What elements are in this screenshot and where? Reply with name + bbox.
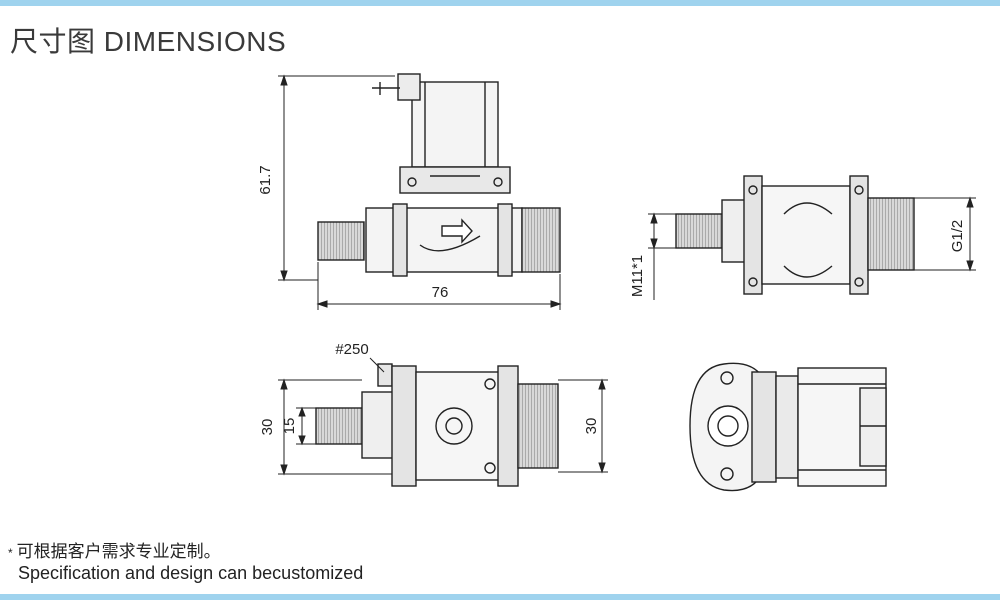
top-accent-bar (0, 0, 1000, 6)
top-dimensions (278, 357, 608, 476)
side-view (675, 175, 915, 295)
inner-width-label: 15 (281, 418, 298, 435)
length-label: 76 (432, 284, 449, 301)
page-title: 尺寸图 DIMENSIONS (10, 26, 287, 57)
note-line-1: 可根据客户需求专业定制。 (16, 542, 221, 561)
customization-note-cn: *可根据客户需求专业定制。 (8, 537, 221, 562)
top-view (315, 363, 559, 487)
side-dimensions (648, 196, 976, 300)
inlet-thread-label: M11*1 (629, 255, 646, 297)
front-dimensions (278, 74, 562, 310)
outlet-thread-label: G1/2 (949, 220, 966, 253)
width-right-label: 30 (583, 418, 600, 435)
customization-note-en: Specification and design can becustomize… (18, 563, 364, 583)
height-label: 61.7 (257, 165, 274, 194)
front-view (317, 73, 561, 277)
end-view (689, 362, 887, 492)
width-left-label: 30 (259, 419, 276, 436)
note-star: * (8, 545, 13, 560)
terminal-label: #250 (335, 341, 368, 358)
bottom-accent-bar (0, 594, 1000, 600)
